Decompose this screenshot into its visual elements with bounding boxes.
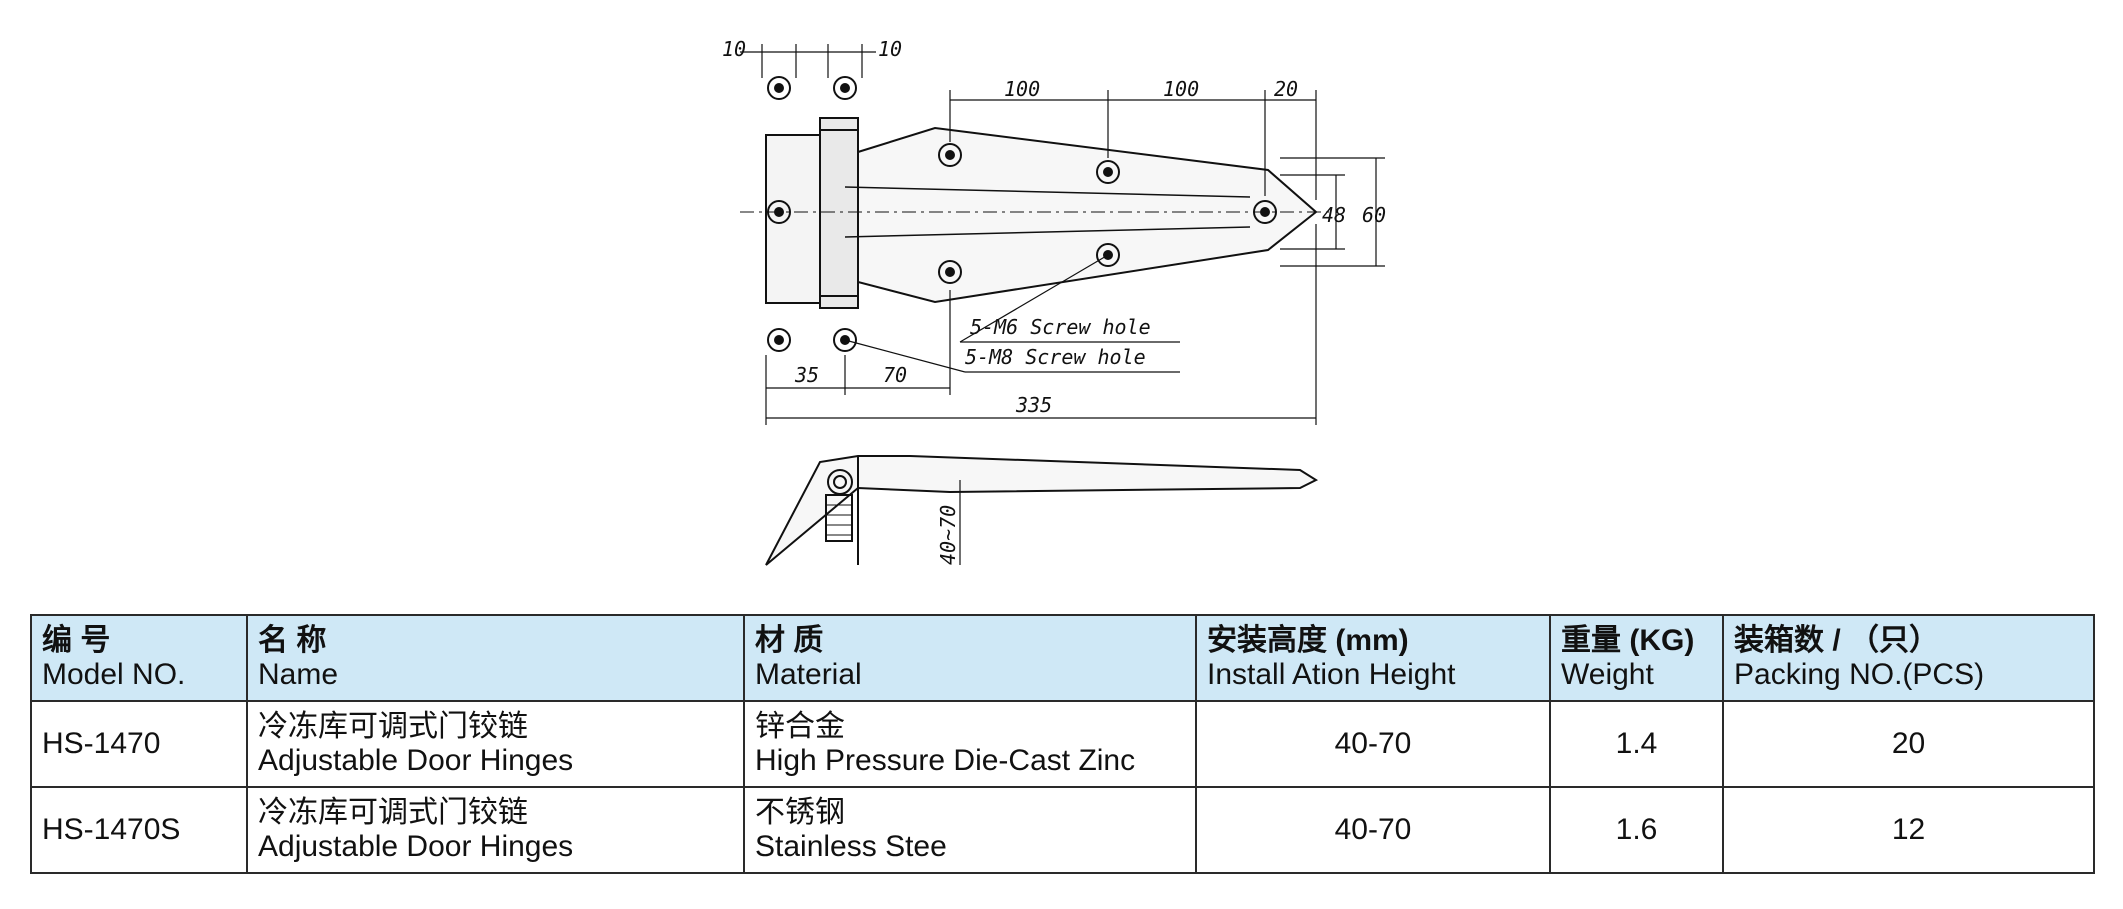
cell-packing: 12 (1722, 786, 2095, 874)
mounting-plate (765, 134, 827, 304)
screw-holes (767, 76, 1277, 352)
cell-model: HS-1470S (30, 786, 248, 874)
cell-weight: 1.6 (1549, 786, 1724, 874)
callout-m6: 5-M6 Screw hole (970, 315, 1151, 339)
strap-arm (857, 126, 1318, 304)
dim-overall: 335 (1015, 393, 1052, 417)
cell-weight: 1.4 (1549, 700, 1724, 788)
hinge-top-view (740, 44, 1385, 425)
dim-span-a: 100 (1004, 77, 1040, 101)
dim-bottom-a: 35 (794, 363, 819, 387)
cell-height: 40-70 (1195, 700, 1551, 788)
hinge-technical-drawing: 10 10 100 100 20 48 60 35 70 335 5-M6 Sc… (722, 37, 1386, 566)
header-weight: 重量 (KG)Weight (1549, 614, 1724, 702)
callout-m8: 5-M8 Screw hole (965, 345, 1146, 369)
hinge-side-view (765, 455, 1319, 566)
dim-height-inner: 48 (1322, 203, 1346, 227)
cell-height: 40-70 (1195, 786, 1551, 874)
dim-span-c: 20 (1274, 77, 1298, 101)
pivot-body (819, 117, 859, 309)
dim-span-b: 100 (1163, 77, 1199, 101)
cell-packing: 20 (1722, 700, 2095, 788)
dim-bottom-b: 70 (883, 363, 907, 387)
cell-model: HS-1470 (30, 700, 248, 788)
header-packing: 装箱数 / （只）Packing NO.(PCS) (1722, 614, 2095, 702)
dim-top-right: 10 (878, 37, 902, 61)
header-install-height: 安装高度 (mm)Install Ation Height (1195, 614, 1551, 702)
dim-top-left: 10 (722, 37, 746, 61)
dim-height-outer: 60 (1362, 203, 1386, 227)
dim-side-range: 40~70 (936, 505, 960, 565)
side-body (765, 455, 1319, 566)
